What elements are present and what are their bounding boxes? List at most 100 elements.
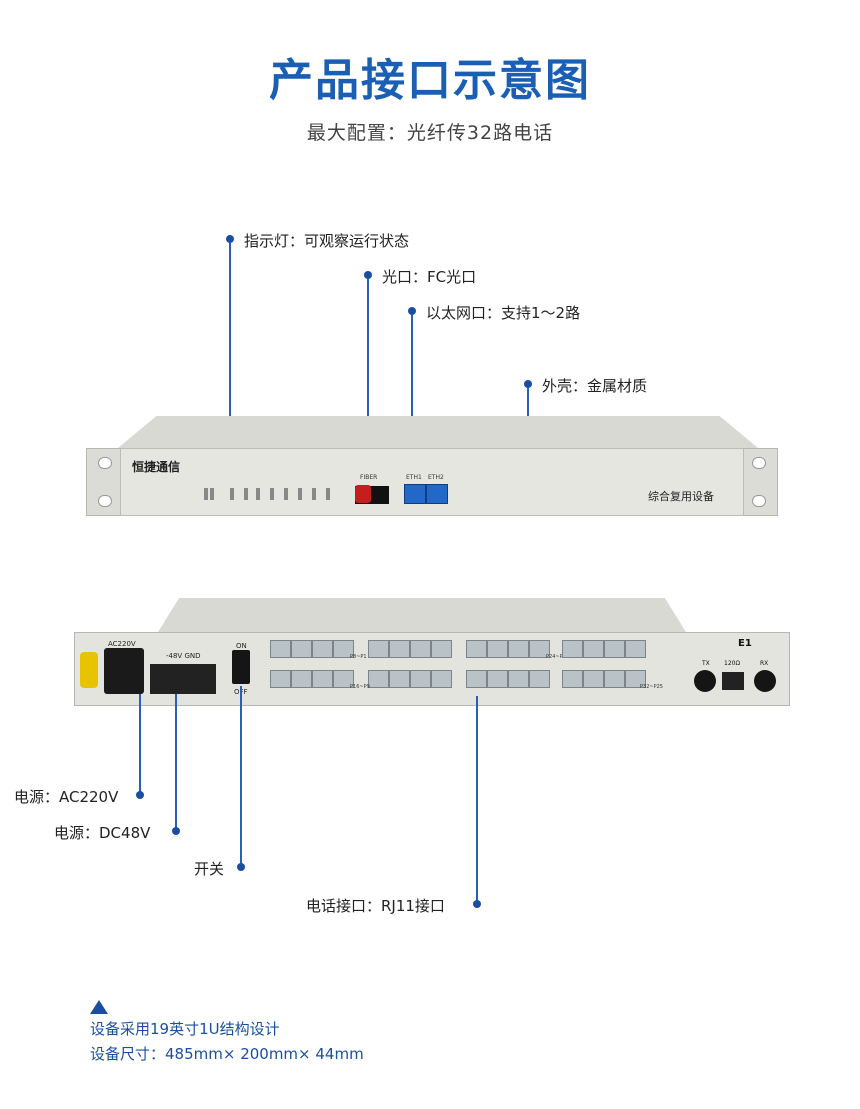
callout-dot-switch: [237, 863, 245, 871]
rj11-port[interactable]: [389, 640, 410, 658]
dc-label: -48V GND: [166, 652, 201, 660]
rj11-port[interactable]: [333, 640, 354, 658]
callout-dot-dc: [172, 827, 180, 835]
front-panel: [120, 448, 744, 516]
rj11-port[interactable]: [312, 670, 333, 688]
rj11-port[interactable]: [368, 640, 389, 658]
led-indicator: [326, 488, 330, 500]
triangle-icon: [90, 1000, 108, 1014]
rj11-port[interactable]: [562, 640, 583, 658]
power-switch[interactable]: [232, 650, 250, 684]
callout-line-indicator: [229, 243, 231, 483]
callout-optical: 光口：FC光口: [382, 268, 477, 286]
rj11-port[interactable]: [529, 640, 550, 658]
led-indicator: [284, 488, 288, 500]
port-group-label: P24~P17: [546, 654, 569, 660]
led-indicator: [204, 488, 208, 500]
callout-line-switch: [240, 686, 242, 868]
callout-dc: 电源：DC48V: [54, 824, 151, 842]
fiber-dust-cap: [355, 485, 371, 503]
rj11-port[interactable]: [389, 670, 410, 688]
rj11-group-3: [466, 640, 556, 696]
callout-phone: 电话接口：RJ11接口: [306, 897, 445, 915]
callout-dot-optical: [364, 271, 372, 279]
page-title: 产品接口示意图: [269, 55, 591, 106]
product-label: 综合复用设备: [648, 490, 714, 503]
rj11-port[interactable]: [368, 670, 389, 688]
ac-label: AC220V: [108, 640, 136, 648]
callout-ac: 电源：AC220V: [14, 788, 119, 806]
dc-terminal-block[interactable]: [150, 664, 216, 694]
rj11-port[interactable]: [466, 670, 487, 688]
e1-rx-bnc-port[interactable]: [754, 670, 776, 692]
rj11-port[interactable]: [270, 640, 291, 658]
front-ear-right: [740, 448, 778, 516]
callout-dot-ethernet: [408, 307, 416, 315]
rj11-port[interactable]: [270, 670, 291, 688]
front-ear-left: [86, 448, 124, 516]
rj11-group-2: [368, 640, 458, 696]
callout-ethernet: 以太网口：支持1～2路: [426, 304, 581, 322]
rj11-port[interactable]: [291, 670, 312, 688]
rj11-port[interactable]: [625, 670, 646, 688]
callout-dot-indicator: [226, 235, 234, 243]
rj11-port[interactable]: [508, 670, 529, 688]
port-group-label: P16~P9: [350, 684, 370, 690]
ground-terminal: [80, 652, 98, 688]
rj11-port[interactable]: [291, 640, 312, 658]
e1-tx-bnc-port[interactable]: [694, 670, 716, 692]
rj11-port[interactable]: [410, 670, 431, 688]
callout-switch: 开关: [194, 860, 225, 878]
e1-tx-label: TX: [702, 660, 710, 667]
rj11-port[interactable]: [333, 670, 354, 688]
ear-slot: [752, 457, 766, 469]
front-chassis-top: [118, 416, 758, 448]
rj11-port[interactable]: [583, 640, 604, 658]
callout-dot-phone: [473, 900, 481, 908]
ac-power-socket[interactable]: [104, 648, 144, 694]
rj11-port[interactable]: [583, 670, 604, 688]
port-group-label: P8~P1: [350, 654, 367, 660]
e1-rx-label: RX: [760, 660, 769, 667]
rj11-port[interactable]: [487, 670, 508, 688]
rj11-port[interactable]: [562, 670, 583, 688]
eth2-port[interactable]: [426, 484, 448, 504]
e1-rj45-port[interactable]: [722, 672, 744, 690]
callout-line-phone: [476, 696, 478, 906]
rj11-port[interactable]: [508, 640, 529, 658]
rear-chassis-top: [158, 598, 686, 632]
page-subtitle: 最大配置：光纤传32路电话: [306, 122, 554, 144]
callout-dot-ac: [136, 791, 144, 799]
callout-dot-shell: [524, 380, 532, 388]
callout-indicator: 指示灯：可观察运行状态: [244, 232, 410, 250]
e1-120-label: 120Ω: [724, 660, 741, 667]
led-indicator: [230, 488, 234, 500]
rj11-port[interactable]: [604, 670, 625, 688]
rj11-port[interactable]: [625, 640, 646, 658]
port-group-label: P32~P25: [640, 684, 663, 690]
rj11-port[interactable]: [487, 640, 508, 658]
rj11-port[interactable]: [466, 640, 487, 658]
eth1-label: ETH1: [406, 474, 422, 481]
rj11-port[interactable]: [431, 670, 452, 688]
rj11-port[interactable]: [529, 670, 550, 688]
led-indicator: [256, 488, 260, 500]
ear-slot: [98, 495, 112, 507]
rj11-port[interactable]: [604, 640, 625, 658]
rj11-port[interactable]: [431, 640, 452, 658]
led-indicator: [312, 488, 316, 500]
brand-logo: 恒捷通信: [132, 460, 181, 474]
callout-line-ethernet: [411, 315, 413, 487]
ear-slot: [98, 457, 112, 469]
callout-shell: 外壳：金属材质: [542, 377, 648, 395]
led-indicator: [270, 488, 274, 500]
rj11-group-1: [270, 640, 360, 696]
footer-line-2: 设备尺寸：485mm× 200mm× 44mm: [90, 1045, 364, 1063]
led-indicator: [298, 488, 302, 500]
rj11-port[interactable]: [410, 640, 431, 658]
eth1-port[interactable]: [404, 484, 426, 504]
callout-line-ac: [139, 694, 141, 796]
rj11-group-4: [562, 640, 652, 696]
rj11-port[interactable]: [312, 640, 333, 658]
callout-line-optical: [367, 279, 369, 485]
